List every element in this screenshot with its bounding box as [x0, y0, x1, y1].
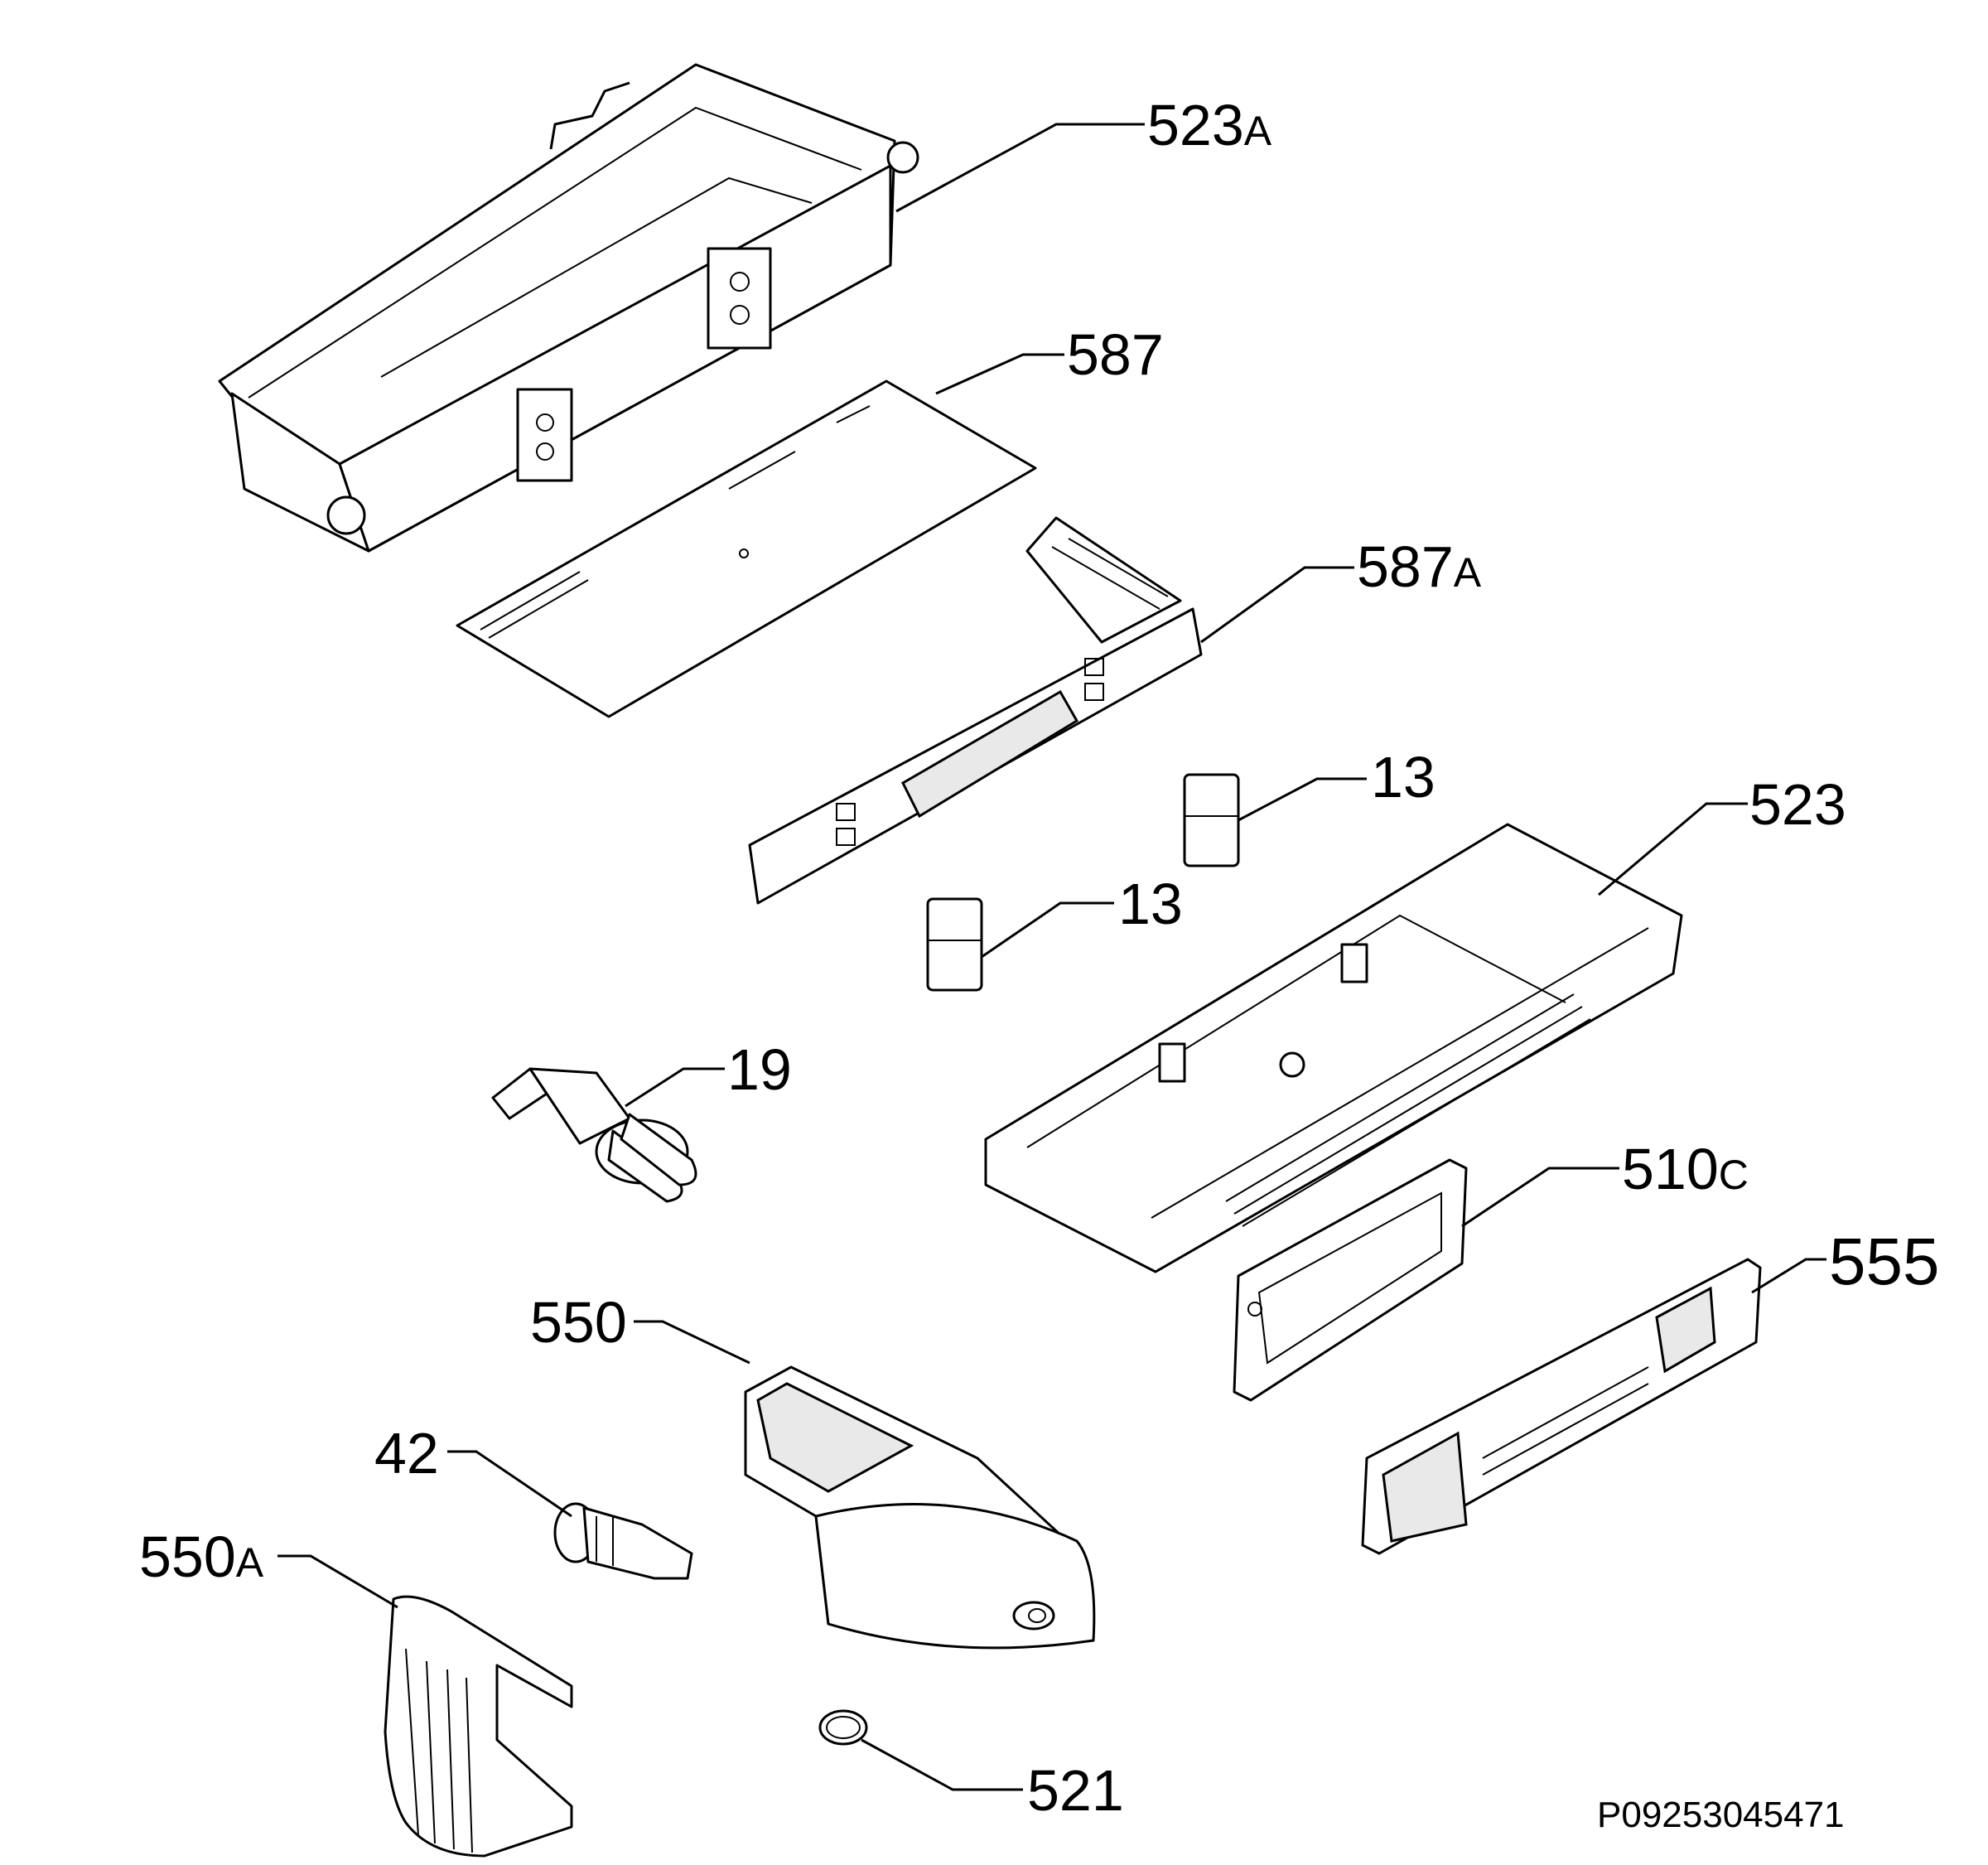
part-550-dispenser-handle — [744, 1365, 1096, 1650]
part-523a-upper-housing — [218, 63, 919, 553]
leader-13a — [1238, 777, 1367, 822]
part-19-lamp — [491, 1067, 697, 1203]
callout-587a: 587A — [1357, 534, 1482, 599]
leader-19 — [625, 1067, 725, 1108]
part-587a-connector-board — [748, 516, 1203, 905]
callout-42: 42 — [374, 1421, 439, 1486]
leader-521 — [861, 1738, 1023, 1791]
leader-550 — [634, 1320, 750, 1365]
leader-13b — [981, 901, 1114, 959]
callout-19: 19 — [727, 1037, 792, 1102]
leader-42 — [447, 1450, 572, 1518]
part-13-clip-upper — [1183, 773, 1240, 867]
leader-550a — [277, 1554, 398, 1609]
callout-550a: 550A — [139, 1524, 264, 1589]
callout-550: 550 — [530, 1290, 627, 1355]
leader-523 — [1598, 802, 1748, 896]
part-523-lower-housing — [984, 823, 1683, 1273]
part-42-switch — [553, 1502, 693, 1580]
leader-587a — [1200, 566, 1354, 644]
leader-510c — [1461, 1167, 1619, 1228]
leader-523a — [895, 123, 1145, 213]
callout-521: 521 — [1027, 1758, 1124, 1823]
part-13-clip-lower — [926, 897, 983, 992]
callout-587: 587 — [1067, 322, 1164, 387]
callout-13-upper: 13 — [1371, 745, 1436, 809]
callout-523: 523 — [1749, 772, 1846, 837]
callout-510c: 510C — [1622, 1137, 1749, 1201]
part-555-control-panel — [1361, 1258, 1762, 1555]
part-521-o-ring — [818, 1709, 868, 1746]
part-587-circuit-board — [456, 379, 1037, 718]
leader-587 — [935, 353, 1064, 395]
leader-555 — [1751, 1258, 1826, 1294]
callout-523a: 523A — [1147, 93, 1272, 157]
leader-lines — [277, 123, 1826, 1791]
callout-13-lower: 13 — [1118, 872, 1183, 936]
callout-555: 555 — [1829, 1225, 1939, 1298]
part-510c-panel-frame — [1233, 1158, 1468, 1402]
part-550a-end-cap — [384, 1595, 573, 1858]
document-code: P09253045471 — [1597, 1795, 1845, 1835]
